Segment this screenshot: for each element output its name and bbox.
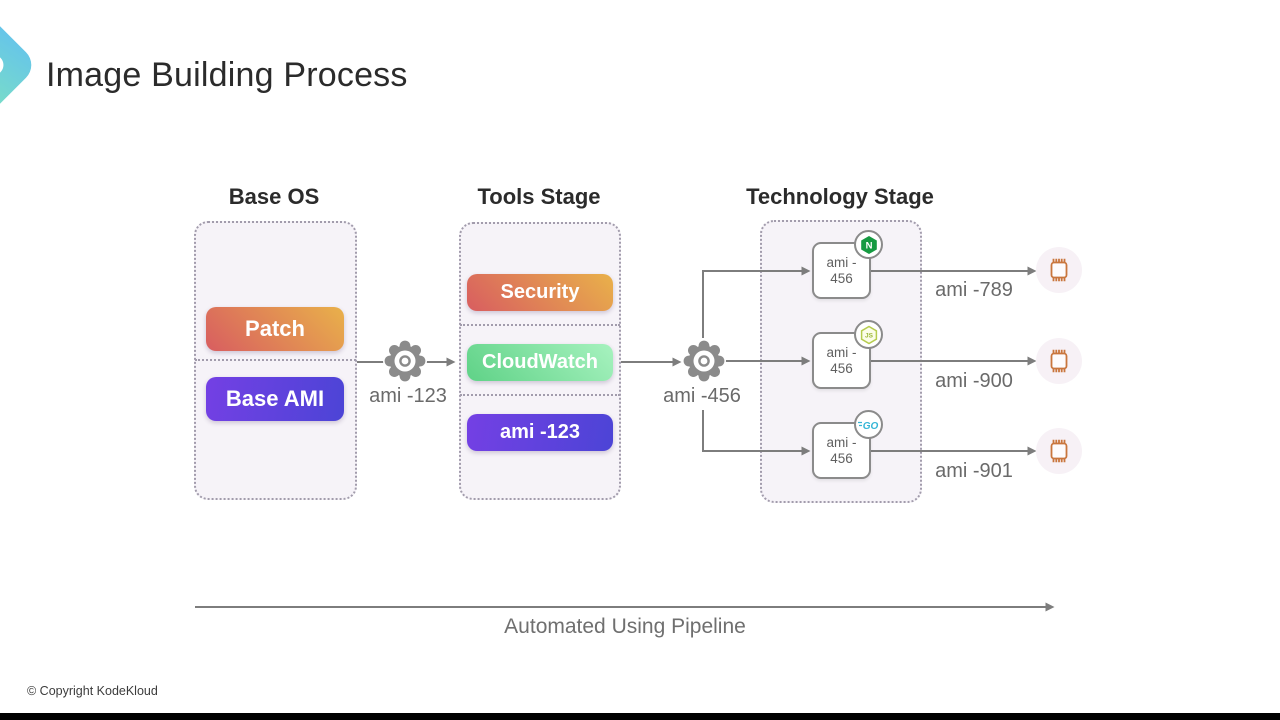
gear1-label: ami -123 [369,385,447,407]
tools-separator-2 [460,394,620,396]
svg-text:N: N [865,240,872,251]
cloudwatch-block: CloudWatch [467,344,613,381]
base-ami-block: Base AMI [206,377,344,421]
copyright-text: © Copyright KodeKloud [27,684,158,698]
ami-123-block: ami -123 [467,414,613,451]
tech-node-label: 456 [830,450,853,466]
tech-node-nginx: ami - 456 [812,242,871,299]
nodejs-icon: JS [854,320,883,349]
technology-stage-heading: Technology Stage [746,184,934,209]
output-ami-label: ami -900 [935,370,1013,392]
gear-icon [681,338,727,384]
go-icon: GO [854,410,883,439]
tech-node-label: ami - [826,344,857,360]
gear2-label: ami -456 [663,385,741,407]
pipeline-arrow-label: Automated Using Pipeline [504,615,746,638]
security-block: Security [467,274,613,311]
chip-icon [1036,428,1082,474]
output-ami-label: ami -901 [935,460,1013,482]
nginx-icon: N [854,230,883,259]
base-os-heading: Base OS [228,184,320,209]
base-os-separator [195,359,356,361]
tools-separator-1 [460,324,620,326]
logo-diamond-shape [0,11,39,119]
chip-icon [1036,247,1082,293]
gear-icon [382,338,428,384]
tech-node-label: ami - [826,254,857,270]
svg-text:JS: JS [865,332,874,339]
patch-block: Patch [206,307,344,351]
tech-node-label: ami - [826,434,857,450]
output-ami-label: ami -789 [935,279,1013,301]
page-title: Image Building Process [46,56,408,94]
tools-stage-heading: Tools Stage [477,184,601,209]
bottom-black-bar [0,713,1280,720]
tech-node-label: 456 [830,360,853,376]
chip-icon [1036,338,1082,384]
tech-node-go: ami - 456 [812,422,871,479]
svg-text:GO: GO [862,420,878,431]
tech-node-label: 456 [830,270,853,286]
